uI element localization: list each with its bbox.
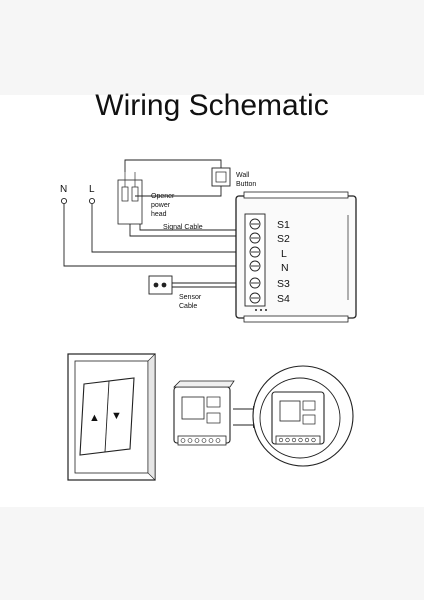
- module-3d-top: [173, 380, 235, 388]
- terminal-label-l: L: [281, 248, 287, 260]
- sensor: Sensor Cable: [148, 275, 202, 310]
- sensor-box: [148, 275, 173, 295]
- terminal-label-s3: S3: [277, 278, 290, 290]
- power-head-relay-right: [131, 186, 139, 202]
- sensor-cable-label-line-1: Sensor: [179, 294, 202, 301]
- neutral-label: N: [60, 184, 67, 195]
- led-dot-2: [260, 309, 262, 311]
- module-3d-relay: [181, 396, 205, 420]
- switch-frame-side: [147, 353, 156, 481]
- bottom-margin-band: [0, 507, 424, 600]
- wall-box-module-terminal-holes: [278, 437, 316, 443]
- terminal-screws: [249, 218, 261, 304]
- wall-box-module-terminal-strip: [275, 435, 321, 445]
- live-terminal: [88, 197, 96, 205]
- neutral-terminal: [60, 197, 68, 205]
- power-head-relay-left: [121, 186, 129, 202]
- wall-box-module-chip-1: [302, 400, 316, 411]
- terminal-label-s1: S1: [277, 219, 290, 231]
- power-head-label-line-1: Opener: [151, 193, 175, 200]
- wall-button-inner: [215, 171, 227, 183]
- wall-button-label-line-2: Button: [236, 181, 256, 188]
- sensor-cable-label-line-2: Cable: [179, 303, 197, 310]
- module-3d-terminal-holes: [180, 438, 221, 443]
- signal-cable-label: Signal Cable: [163, 224, 203, 231]
- wall-box: [252, 365, 354, 467]
- switch-up-arrow: ▲: [89, 412, 100, 424]
- page-title: Wiring Schematic: [95, 89, 329, 122]
- smart-module: S1 S2 L N S3 S4: [235, 191, 357, 323]
- wire-head-to-wall-button: [124, 159, 222, 172]
- terminal-label-s4: S4: [277, 293, 290, 305]
- module-bottom-rail: [243, 315, 349, 323]
- top-margin-band: [0, 0, 424, 95]
- switch-rocker-split: [104, 380, 110, 453]
- live-label: L: [89, 184, 95, 195]
- wall-button: Wall Button: [211, 167, 256, 188]
- module-illustration: [173, 380, 235, 446]
- power-head-box: [117, 179, 143, 225]
- module-3d-chip-1: [206, 396, 221, 408]
- wire-live: [91, 204, 255, 253]
- terminal-label-s2: S2: [277, 233, 290, 245]
- module-top-rail: [243, 191, 349, 199]
- module-3d-chip-2: [206, 412, 221, 424]
- opener-power-head: Opener power head: [117, 172, 175, 225]
- wire-neutral: [63, 204, 255, 267]
- wall-box-module-relay: [279, 400, 301, 422]
- switch-down-arrow: ▼: [111, 410, 122, 422]
- led-dot-1: [255, 309, 257, 311]
- wall-box-module-chip-2: [302, 414, 316, 425]
- power-head-label-line-3: head: [151, 211, 167, 218]
- wire-wall-button-return: [135, 186, 222, 197]
- terminal-label-n: N: [281, 262, 289, 274]
- wall-button-label-line-1: Wall: [236, 172, 250, 179]
- power-head-label-line-2: power: [151, 202, 171, 209]
- supply-terminals: N L: [60, 184, 96, 205]
- led-dot-3: [265, 309, 267, 311]
- sensor-contact-1: [153, 282, 159, 288]
- sensor-contact-2: [161, 282, 167, 288]
- wall-switch: ▲ ▼: [67, 353, 156, 481]
